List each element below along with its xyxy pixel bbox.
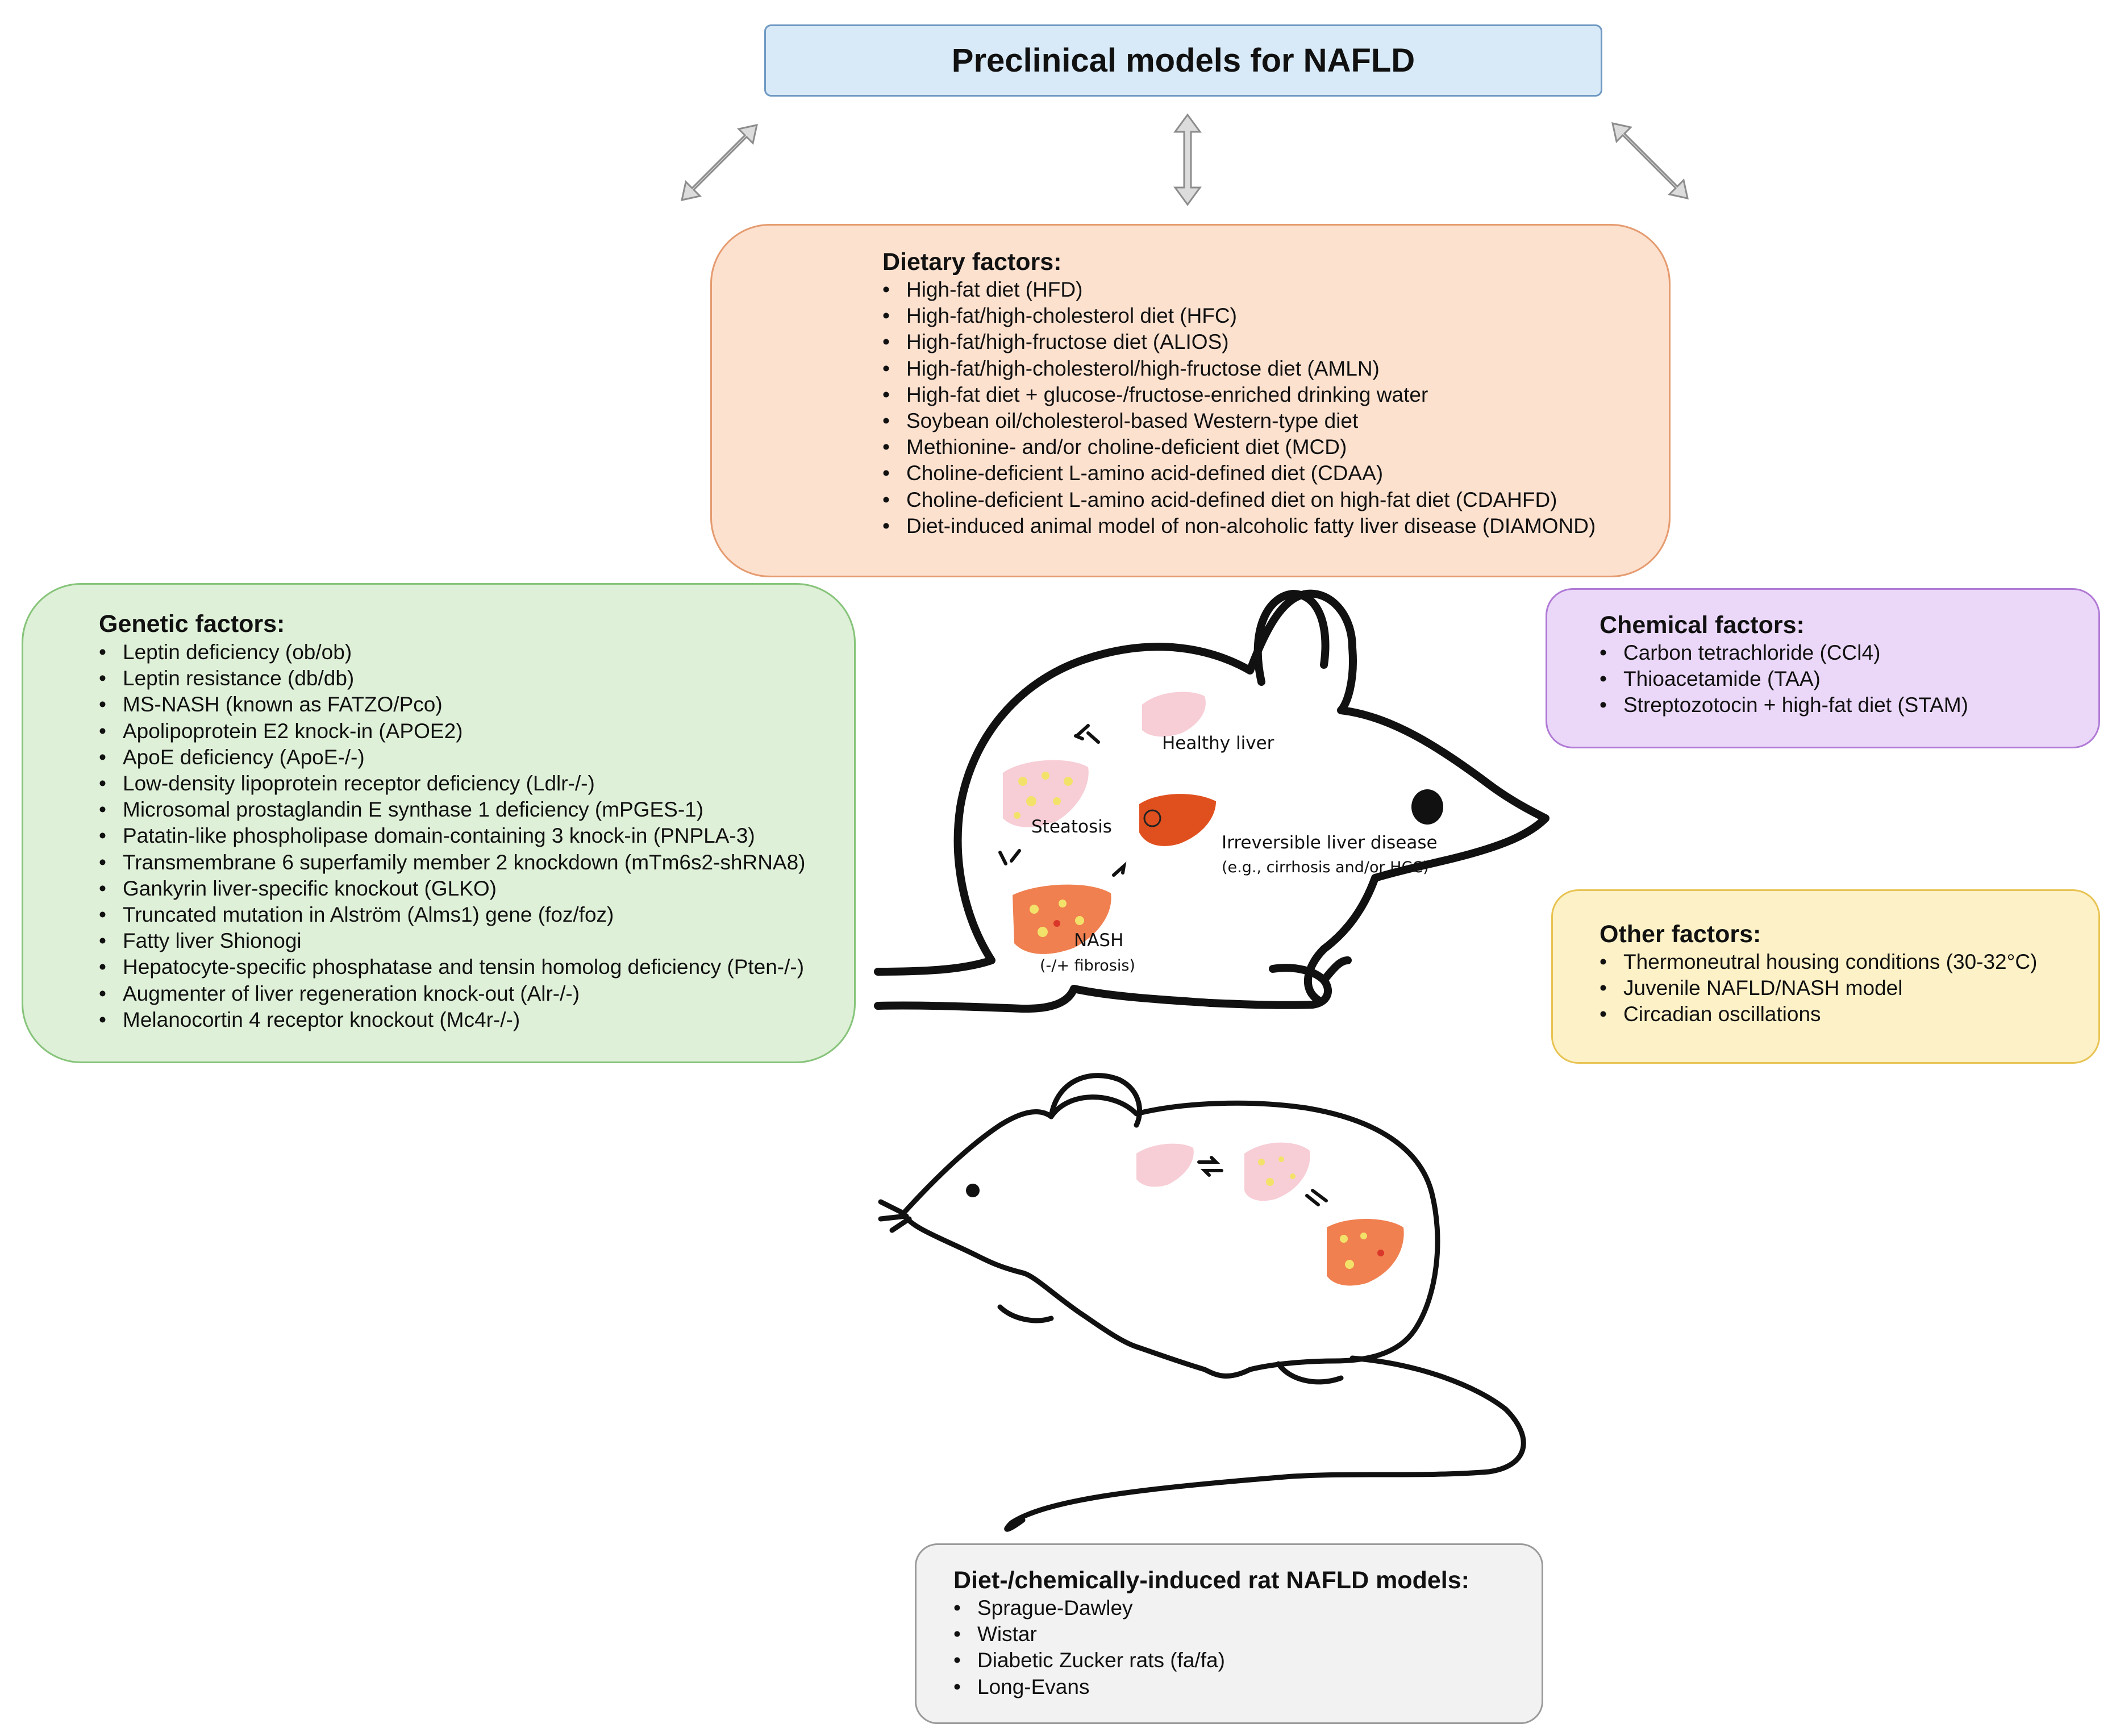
progression-arrows xyxy=(998,724,1127,877)
steatosis-label: Steatosis xyxy=(1031,817,1112,837)
mouse-belly xyxy=(1070,985,1214,1007)
list-item: Apolipoprotein E2 knock-in (APOE2) xyxy=(99,718,806,744)
mouse-front-foot xyxy=(1206,964,1332,1009)
other-factors-title: Other factors: xyxy=(1600,921,1761,948)
rat-models-box: Diet-/chemically-induced rat NAFLD model… xyxy=(915,1543,1543,1724)
list-item: Thermoneutral housing conditions (30-32°… xyxy=(1600,949,2037,975)
nash-sublabel: (-/+ fibrosis) xyxy=(1040,957,1135,975)
dietary-factors-box: Dietary factors: High-fat diet (HFD) Hig… xyxy=(710,224,1671,577)
nash-liver-icon xyxy=(1013,884,1111,954)
steatosis-liver-icon xyxy=(1003,760,1089,827)
genetic-factors-title: Genetic factors: xyxy=(99,610,285,638)
list-item: High-fat diet (HFD) xyxy=(882,277,1596,303)
list-item: Microsomal prostaglandin E synthase 1 de… xyxy=(99,797,806,823)
list-item: Thioacetamide (TAA) xyxy=(1600,666,1968,692)
other-factors-list: Thermoneutral housing conditions (30-32°… xyxy=(1600,949,2037,1028)
list-item: Melanocortin 4 receptor knockout (Mc4r-/… xyxy=(99,1007,806,1033)
mouse-ear xyxy=(1253,590,1330,686)
rat-progression-arrows xyxy=(1197,1156,1328,1206)
list-item: Sprague-Dawley xyxy=(953,1595,1225,1621)
list-item: Choline-deficient L-amino acid-defined d… xyxy=(882,460,1596,486)
double-arrow-center xyxy=(1173,113,1202,206)
list-item: Wistar xyxy=(953,1621,1225,1647)
list-item: Circadian oscillations xyxy=(1600,1001,2037,1027)
rat-whiskers xyxy=(878,1199,912,1233)
chemical-factors-box: Chemical factors: Carbon tetrachloride (… xyxy=(1546,588,2100,748)
list-item: Patatin-like phospholipase domain-contai… xyxy=(99,823,806,849)
list-item: High-fat/high-fructose diet (ALIOS) xyxy=(882,329,1596,355)
list-item: Diabetic Zucker rats (fa/fa) xyxy=(953,1647,1225,1673)
list-item: Hepatocyte-specific phosphatase and tens… xyxy=(99,954,806,980)
rat-steatosis-liver-icon xyxy=(1244,1142,1310,1201)
rat-models-title: Diet-/chemically-induced rat NAFLD model… xyxy=(953,1567,1469,1594)
diagram-title: Preclinical models for NAFLD xyxy=(951,42,1415,79)
list-item: Carbon tetrachloride (CCl4) xyxy=(1600,640,1968,666)
dietary-factors-list: High-fat diet (HFD) High-fat/high-choles… xyxy=(882,277,1596,539)
list-item: Leptin resistance (db/db) xyxy=(99,665,806,692)
list-item: Low-density lipoprotein receptor deficie… xyxy=(99,771,806,797)
list-item: Choline-deficient L-amino acid-defined d… xyxy=(882,487,1596,513)
mouse-eye xyxy=(1411,789,1443,825)
list-item: High-fat/high-cholesterol/high-fructose … xyxy=(882,356,1596,382)
rat-hind-foot xyxy=(1276,1361,1344,1385)
rat-tail xyxy=(1004,1355,1526,1532)
list-item: Leptin deficiency (ob/ob) xyxy=(99,639,806,665)
list-item: High-fat diet + glucose-/fructose-enrich… xyxy=(882,382,1596,408)
list-item: MS-NASH (known as FATZO/Pco) xyxy=(99,692,806,718)
mouse-hind-foot xyxy=(874,985,1078,1013)
rat-eye xyxy=(966,1184,980,1197)
healthy-liver-label: Healthy liver xyxy=(1162,733,1274,753)
double-arrow-left xyxy=(681,124,758,201)
rat-nash-liver-icon xyxy=(1327,1219,1404,1286)
nash-label: NASH xyxy=(1074,930,1123,951)
dietary-factors-title: Dietary factors: xyxy=(882,248,1062,276)
irreversible-sublabel: (e.g., cirrhosis and/or HCC) xyxy=(1222,859,1429,876)
rat-healthy-liver-icon xyxy=(1136,1143,1194,1187)
list-item: Methionine- and/or choline-deficient die… xyxy=(882,434,1596,460)
list-item: Truncated mutation in Alström (Alms1) ge… xyxy=(99,902,806,928)
rat-ear xyxy=(1048,1073,1142,1128)
list-item: Diet-induced animal model of non-alcohol… xyxy=(882,513,1596,539)
genetic-factors-box: Genetic factors: Leptin deficiency (ob/o… xyxy=(22,583,856,1063)
list-item: ApoE deficiency (ApoE-/-) xyxy=(99,744,806,771)
mouse-body-outline xyxy=(874,589,1549,1004)
list-item: Gankyrin liver-specific knockout (GLKO) xyxy=(99,876,806,902)
list-item: Fatty liver Shionogi xyxy=(99,928,806,954)
list-item: Soybean oil/cholesterol-based Western-ty… xyxy=(882,408,1596,434)
mouse-front-leg xyxy=(1320,956,1352,984)
list-item: Long-Evans xyxy=(953,1674,1225,1700)
list-item: High-fat/high-cholesterol diet (HFC) xyxy=(882,303,1596,329)
chemical-factors-title: Chemical factors: xyxy=(1600,611,1805,639)
list-item: Juvenile NAFLD/NASH model xyxy=(1600,975,2037,1001)
double-arrow-right xyxy=(1611,122,1689,199)
list-item: Transmembrane 6 superfamily member 2 kno… xyxy=(99,850,806,876)
rat-front-foot xyxy=(997,1304,1054,1323)
other-factors-box: Other factors: Thermoneutral housing con… xyxy=(1551,889,2100,1064)
list-item: Streptozotocin + high-fat diet (STAM) xyxy=(1600,692,1968,718)
cirrhosis-liver-icon xyxy=(1139,794,1216,846)
rat-models-list: Sprague-Dawley Wistar Diabetic Zucker ra… xyxy=(953,1595,1225,1700)
rat-body-outline xyxy=(901,1094,1440,1379)
title-box: Preclinical models for NAFLD xyxy=(764,24,1602,97)
list-item: Augmenter of liver regeneration knock-ou… xyxy=(99,981,806,1007)
genetic-factors-list: Leptin deficiency (ob/ob) Leptin resista… xyxy=(99,639,806,1033)
chemical-factors-list: Carbon tetrachloride (CCl4) Thioacetamid… xyxy=(1600,640,1968,719)
healthy-liver-icon xyxy=(1142,692,1206,737)
irreversible-label: Irreversible liver disease xyxy=(1222,832,1438,853)
